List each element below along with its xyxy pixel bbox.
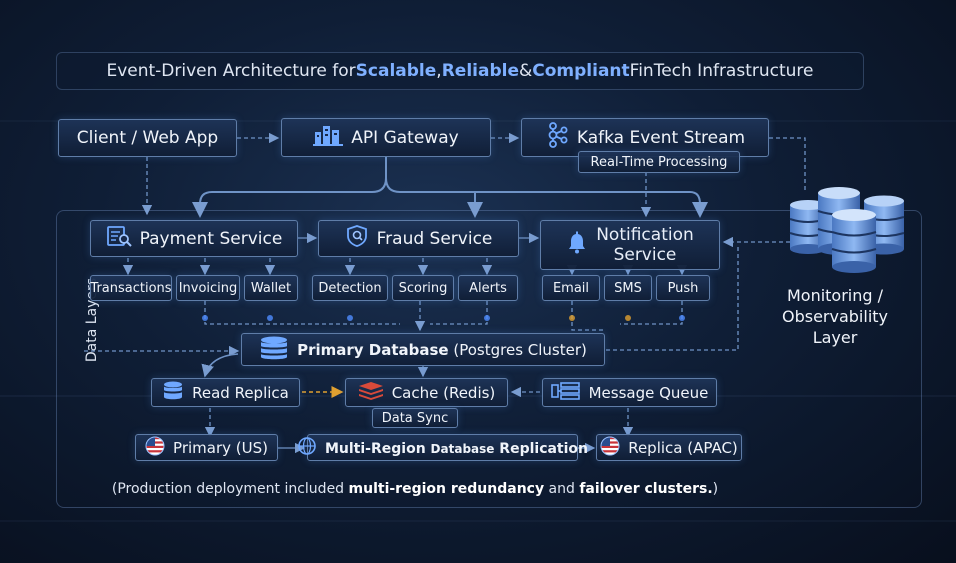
title-text: , — [436, 61, 442, 81]
multi-region-replication-label: Replication — [494, 441, 589, 457]
monitoring-layer-label: Monitoring / Observability Layer — [770, 285, 900, 348]
diagram-title: Event-Driven Architecture for Scalable, … — [56, 52, 864, 90]
bell-icon — [566, 231, 588, 260]
notification-service-label: Notification Service — [596, 225, 694, 265]
invoice-search-icon — [106, 225, 132, 252]
payment-service-label: Payment Service — [139, 228, 283, 249]
multi-region-database-label: Database — [430, 442, 495, 456]
invoicing-label: Invoicing — [178, 280, 238, 296]
database-icon — [259, 336, 289, 364]
payment-service-box: Payment Service — [90, 220, 298, 257]
sms-box: SMS — [604, 275, 652, 301]
title-highlight-compliant: Compliant — [532, 61, 630, 81]
footer-text: (Production deployment included — [111, 481, 349, 497]
replication-icon — [297, 436, 317, 460]
us-flag-icon — [145, 436, 165, 460]
transactions-box: Transactions — [90, 275, 172, 301]
cache-redis-box: Cache (Redis) — [345, 378, 508, 407]
transactions-label: Transactions — [90, 280, 172, 296]
alerts-label: Alerts — [469, 280, 507, 296]
primary-database-box: Primary Database (Postgres Cluster) — [241, 333, 605, 366]
footer-bold-failover: failover clusters. — [579, 481, 713, 497]
primary-us-label: Primary (US) — [173, 438, 268, 457]
background-streak — [0, 520, 956, 522]
data-layers-frame — [56, 210, 922, 508]
title-text: Event-Driven Architecture for — [106, 61, 356, 81]
kafka-event-stream-box: Kafka Event Stream — [521, 118, 769, 157]
fraud-service-box: Fraud Service — [318, 220, 519, 257]
database-cluster-icon — [784, 185, 914, 275]
primary-database-label: Primary Database — [297, 340, 449, 359]
database-icon — [162, 381, 184, 405]
monitoring-line2: Observability — [781, 307, 888, 326]
wallet-label: Wallet — [250, 280, 292, 296]
detection-box: Detection — [312, 275, 388, 301]
email-label: Email — [552, 280, 590, 296]
invoicing-box: Invoicing — [176, 275, 240, 301]
notification-service-box: Notification Service — [540, 220, 720, 270]
push-box: Push — [656, 275, 710, 301]
shield-icon — [345, 224, 369, 253]
title-text: FinTech Infrastructure — [629, 61, 814, 81]
queue-icon — [550, 381, 581, 404]
detection-label: Detection — [318, 280, 382, 296]
push-label: Push — [667, 280, 699, 296]
client-label: Client / Web App — [76, 128, 219, 148]
footer-text: ) — [712, 481, 719, 497]
message-queue-label: Message Queue — [588, 383, 709, 402]
read-replica-box: Read Replica — [151, 378, 300, 407]
real-time-processing-badge: Real-Time Processing — [578, 151, 740, 173]
api-gateway-box: API Gateway — [281, 118, 491, 157]
wallet-box: Wallet — [244, 275, 298, 301]
scoring-label: Scoring — [398, 280, 448, 296]
cache-label: Cache (Redis) — [391, 383, 496, 402]
title-text: & — [518, 61, 533, 81]
multi-region-replication-box: Multi-Region Database Replication — [298, 434, 588, 461]
fraud-service-label: Fraud Service — [376, 228, 493, 249]
scoring-box: Scoring — [392, 275, 454, 301]
notification-label-line1: Notification — [596, 225, 694, 245]
replica-apac-label: Replica (APAC) — [628, 438, 738, 457]
footer-note: (Production deployment included multi-re… — [0, 481, 830, 497]
primary-us-box: Primary (US) — [135, 434, 278, 461]
footer-text: and — [544, 481, 580, 497]
title-highlight-reliable: Reliable — [441, 61, 519, 81]
notification-label-line2: Service — [613, 245, 677, 265]
alerts-box: Alerts — [458, 275, 518, 301]
sms-label: SMS — [614, 280, 642, 296]
api-gateway-label: API Gateway — [351, 127, 459, 148]
monitoring-line1: Monitoring / — [786, 286, 884, 305]
real-time-label: Real-Time Processing — [590, 154, 728, 170]
primary-database-subtitle: (Postgres Cluster) — [448, 340, 587, 359]
data-sync-label: Data Sync — [381, 410, 449, 426]
message-queue-box: Message Queue — [542, 378, 717, 407]
email-box: Email — [542, 275, 600, 301]
building-icon — [313, 124, 344, 151]
us-flag-icon — [600, 436, 620, 460]
read-replica-label: Read Replica — [192, 383, 289, 402]
data-sync-badge: Data Sync — [372, 408, 458, 428]
redis-stack-icon — [358, 381, 384, 405]
kafka-icon — [545, 122, 569, 153]
kafka-label: Kafka Event Stream — [576, 127, 746, 148]
multi-region-label: Multi-Region — [324, 441, 431, 457]
replica-apac-box: Replica (APAC) — [596, 434, 742, 461]
client-web-app-box: Client / Web App — [58, 119, 237, 157]
monitoring-line3: Layer — [812, 328, 858, 347]
footer-bold-redundancy: multi-region redundancy — [348, 481, 545, 497]
title-highlight-scalable: Scalable — [355, 61, 437, 81]
